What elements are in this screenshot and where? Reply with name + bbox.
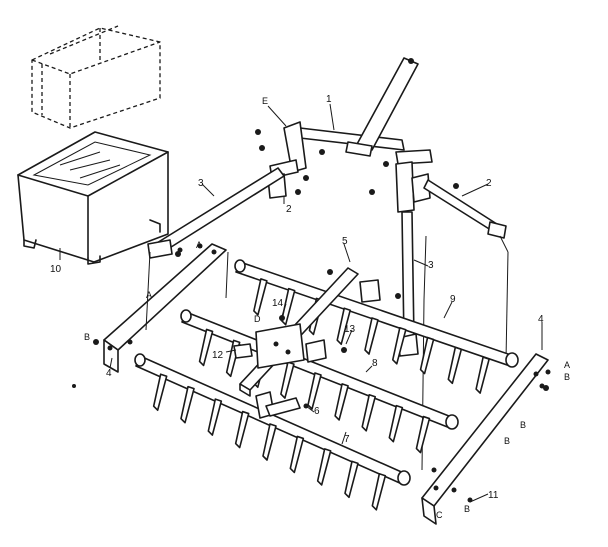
left-end-plate [103, 243, 227, 373]
label-part-6: 6 [314, 406, 320, 417]
label-part-14: 14 [272, 298, 284, 309]
label-letter-a-right: A [564, 360, 570, 370]
tine [391, 326, 407, 365]
tine [253, 278, 268, 316]
label-part-7: 7 [344, 434, 350, 445]
back-tine-bar [234, 259, 519, 368]
tine [336, 307, 352, 346]
label-part-12: 12 [212, 350, 224, 361]
label-part-3-right: 3 [428, 260, 434, 271]
label-part-11: 11 [488, 490, 499, 501]
tine [388, 404, 404, 443]
label-part-2-left: 2 [286, 204, 292, 215]
tine [207, 398, 223, 436]
front-tine-bar [134, 353, 411, 486]
tine [180, 385, 195, 424]
tine [334, 383, 349, 421]
tine [198, 328, 214, 367]
label-part-10: 10 [50, 264, 62, 275]
right-diagonal-brace [423, 179, 509, 253]
right-hitch-bracket [369, 149, 459, 213]
tine [475, 356, 490, 394]
tine [234, 410, 250, 449]
label-letter-b-bottom: B [464, 504, 470, 514]
label-letter-d: D [254, 314, 261, 324]
small-bracket [265, 397, 309, 417]
concrete-block-outline [31, 25, 161, 129]
label-letter-e: E [262, 96, 268, 106]
tine [316, 448, 332, 486]
label-part-13: 13 [344, 324, 356, 335]
tine [289, 435, 305, 474]
tine [415, 415, 431, 454]
tine [361, 393, 377, 432]
label-letter-b-left: B [84, 332, 90, 342]
right-brace-vertical [397, 211, 419, 357]
right-end-plate [421, 353, 549, 525]
tine [152, 373, 168, 412]
weight-box [17, 131, 169, 265]
label-part-4-left: 4 [106, 368, 112, 379]
label-part-8: 8 [372, 358, 378, 369]
tine [364, 317, 379, 355]
bolts [72, 243, 551, 503]
label-part-9: 9 [450, 294, 456, 305]
top-hitch-bar [299, 57, 419, 157]
label-part-5: 5 [342, 236, 348, 247]
label-part-2-right: 2 [486, 178, 492, 189]
label-letter-b-right-low: B [504, 436, 510, 446]
label-part-1: 1 [326, 94, 332, 105]
tine [371, 472, 387, 511]
label-letter-a-left-top: A [196, 240, 202, 250]
tine [419, 336, 435, 375]
center-clamp-plate [233, 323, 347, 369]
tine [280, 361, 295, 399]
leader-lines [59, 103, 543, 503]
middle-tines [198, 328, 431, 454]
label-part-4-right: 4 [538, 314, 544, 325]
label-letter-b-right-top: B [564, 372, 570, 382]
tine [262, 423, 277, 461]
front-tines [152, 373, 387, 511]
label-letter-a-left: A [146, 290, 152, 300]
tine [447, 346, 463, 385]
label-letter-b-right-mid: B [520, 420, 526, 430]
tine [344, 460, 359, 499]
left-brace [147, 167, 285, 259]
tine [307, 372, 322, 410]
middle-tine-bar [180, 309, 459, 430]
label-part-3-left: 3 [198, 178, 204, 189]
label-letter-c: C [436, 510, 443, 520]
part-labels: 1 2 2 3 3 4 4 5 6 7 8 9 10 11 12 13 14 E… [50, 94, 570, 520]
